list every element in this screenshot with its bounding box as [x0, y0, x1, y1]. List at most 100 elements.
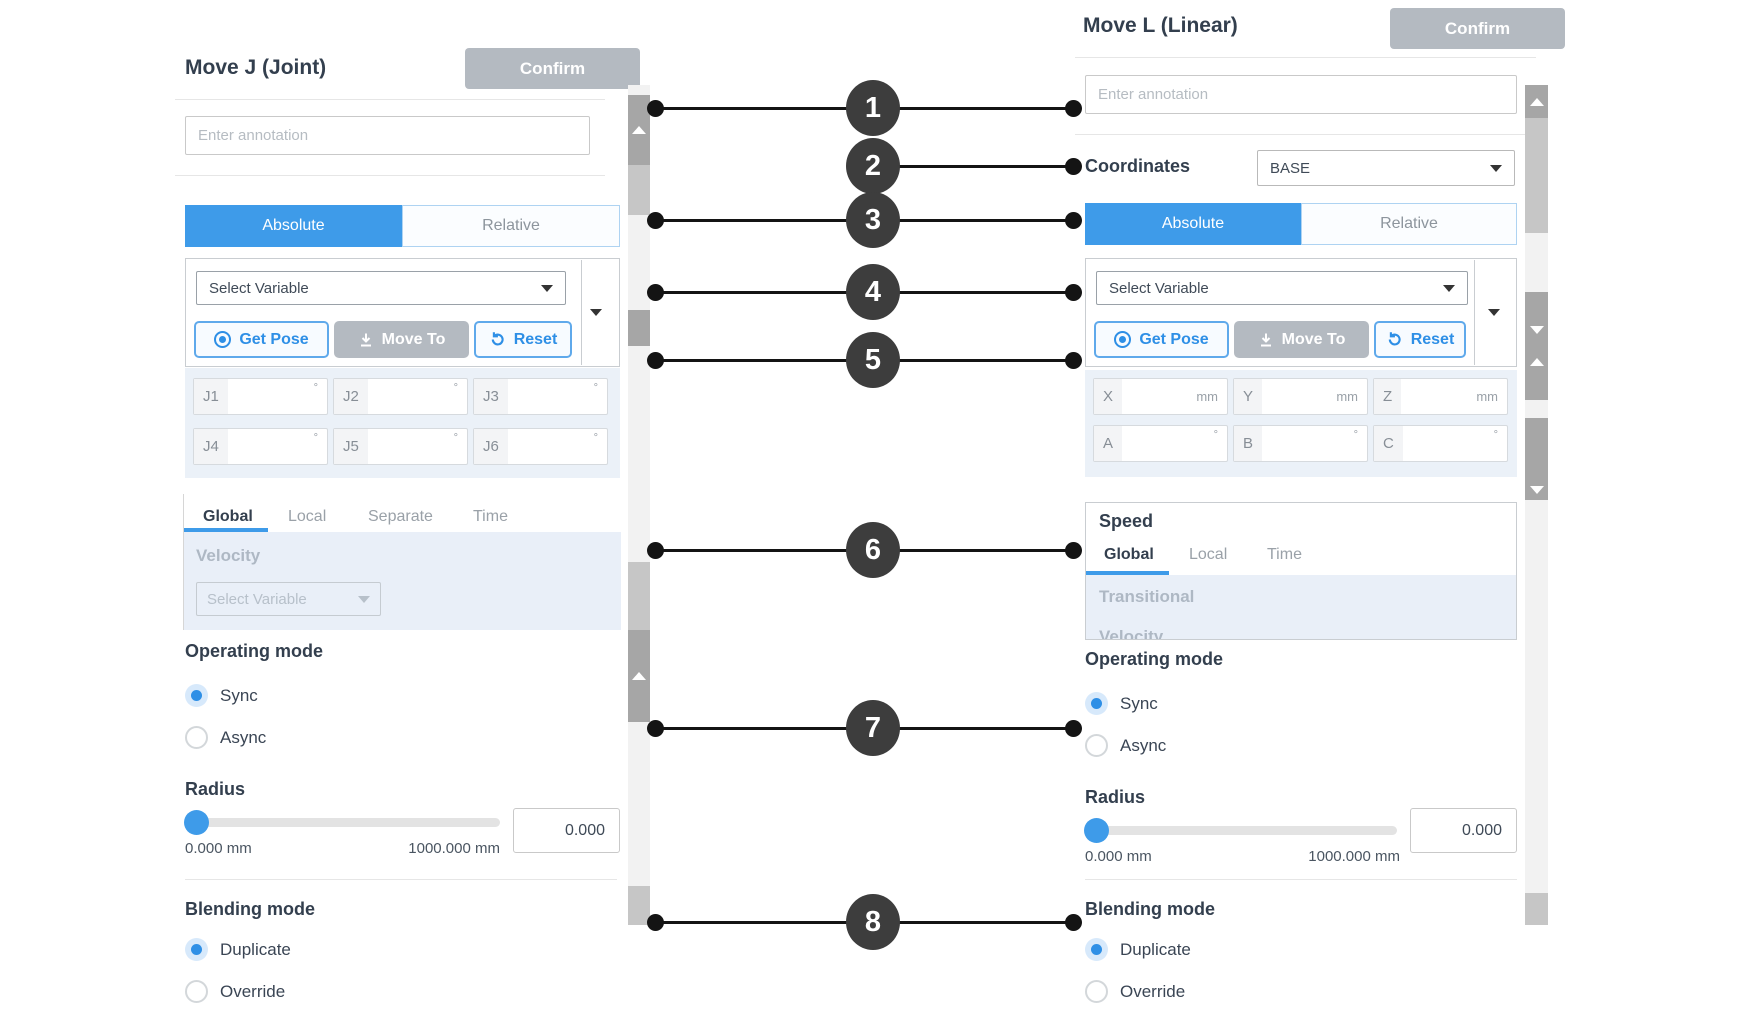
movej-radius-slider-knob[interactable]	[184, 810, 209, 835]
velocity-label: Velocity	[196, 546, 261, 565]
active-tab-underline	[184, 528, 268, 532]
expand-more-icon[interactable]	[1488, 309, 1500, 316]
pose-field-z[interactable]: Z mm	[1373, 378, 1508, 415]
movel-variable-select[interactable]: Select Variable	[1096, 271, 1468, 305]
scrollbar-thumb[interactable]	[628, 562, 650, 630]
movej-move-to-button[interactable]: Move To	[334, 321, 469, 358]
movel-async-label: Async	[1120, 736, 1167, 755]
movel-radius-slider-track[interactable]	[1085, 826, 1397, 835]
scrollbar-thumb[interactable]	[628, 310, 650, 346]
movel-move-to-button[interactable]: Move To	[1234, 321, 1369, 358]
movel-confirm-button[interactable]: Confirm	[1390, 8, 1565, 49]
scroll-down-button[interactable]	[1525, 418, 1548, 500]
callout-number-2: 2	[846, 138, 900, 194]
movej-get-pose-button[interactable]: Get Pose	[194, 321, 329, 358]
joint-field-j3[interactable]: J3 °	[473, 378, 608, 415]
movel-speed-box: Speed Global Local Time Transitional Vel…	[1085, 502, 1517, 640]
triangle-up-icon	[1529, 358, 1544, 366]
movel-override-radio[interactable]	[1085, 980, 1108, 1003]
movel-sync-label: Sync	[1120, 694, 1158, 713]
pose-field-c[interactable]: C °	[1373, 425, 1508, 462]
triangle-up-icon	[1529, 97, 1544, 106]
callout-number-4: 4	[846, 264, 900, 320]
movej-confirm-button[interactable]: Confirm	[465, 48, 640, 89]
movel-radius-slider-knob[interactable]	[1084, 818, 1109, 843]
joint-field-j2[interactable]: J2 °	[333, 378, 468, 415]
triangle-up-icon	[632, 126, 646, 134]
scroll-up-button[interactable]	[628, 95, 650, 165]
velocity-select-disabled[interactable]: Select Variable	[196, 582, 381, 616]
movej-joint-fields: J1 ° J2 ° J3 ° J4 ° J5 ° J6 °	[185, 368, 620, 478]
speed-panel: Transitional Velocity	[1086, 575, 1516, 639]
movel-duplicate-radio[interactable]	[1085, 938, 1108, 961]
movel-annotation-input[interactable]	[1085, 75, 1517, 114]
movej-operating-mode-label: Operating mode	[185, 641, 324, 661]
movel-coordinates-value: BASE	[1270, 159, 1311, 177]
scroll-up-button[interactable]	[1525, 85, 1548, 118]
scrollbar-thumb[interactable]	[1525, 118, 1548, 233]
movej-tab-relative[interactable]: Relative	[402, 205, 620, 247]
movej-sync-radio[interactable]	[185, 684, 208, 707]
movej-override-radio[interactable]	[185, 980, 208, 1003]
movej-annotation-input[interactable]	[185, 116, 590, 155]
movej-duplicate-radio[interactable]	[185, 938, 208, 961]
chevron-down-icon	[541, 284, 553, 292]
movej-variable-select[interactable]: Select Variable	[196, 271, 566, 305]
scrollbar-thumb[interactable]	[628, 165, 650, 215]
chevron-down-icon	[358, 595, 370, 603]
speed-tab-global[interactable]: Global	[1104, 546, 1154, 563]
scrollbar-thumb[interactable]	[628, 886, 650, 925]
divider	[175, 175, 605, 176]
movej-reset-button[interactable]: Reset	[474, 321, 572, 358]
joint-field-j4[interactable]: J4 °	[193, 428, 328, 465]
movej-tab-absolute[interactable]: Absolute	[185, 205, 402, 247]
divider	[581, 260, 582, 365]
callout-number-8: 8	[846, 894, 900, 950]
divider	[1474, 260, 1475, 365]
movel-reset-button[interactable]: Reset	[1374, 321, 1466, 358]
pose-field-x[interactable]: X mm	[1093, 378, 1228, 415]
movej-radius-value-input[interactable]	[513, 808, 620, 853]
triangle-up-icon	[632, 672, 646, 680]
callout-number-3: 3	[846, 192, 900, 248]
scrollbar-thumb[interactable]	[1525, 893, 1548, 925]
pose-field-a[interactable]: A °	[1093, 425, 1228, 462]
left-scrollbar[interactable]	[628, 85, 650, 925]
movej-radius-slider-track[interactable]	[185, 818, 500, 827]
pose-field-y[interactable]: Y mm	[1233, 378, 1368, 415]
movel-radius-value-input[interactable]	[1410, 808, 1517, 853]
speed-tab-local[interactable]: Local	[1189, 546, 1228, 563]
movel-coordinates-label: Coordinates	[1085, 156, 1191, 176]
divider	[185, 879, 617, 880]
movej-radius-label: Radius	[185, 779, 246, 799]
scroll-buttons[interactable]	[1525, 292, 1548, 400]
speed-tab-time[interactable]: Time	[1267, 546, 1302, 563]
speed-tab-time[interactable]: Time	[473, 508, 508, 525]
movel-tab-relative[interactable]: Relative	[1301, 203, 1517, 245]
scroll-up-button[interactable]	[628, 630, 650, 722]
reset-icon	[1388, 332, 1401, 346]
speed-tab-separate[interactable]: Separate	[368, 508, 433, 525]
joint-field-j5[interactable]: J5 °	[333, 428, 468, 465]
movej-override-label: Override	[220, 982, 286, 1001]
movel-sync-radio[interactable]	[1085, 692, 1108, 715]
movel-tab-absolute[interactable]: Absolute	[1085, 203, 1301, 245]
chevron-down-icon	[1490, 164, 1502, 172]
movel-async-radio[interactable]	[1085, 734, 1108, 757]
joint-field-j6[interactable]: J6 °	[473, 428, 608, 465]
movej-async-radio[interactable]	[185, 726, 208, 749]
expand-more-icon[interactable]	[590, 309, 602, 316]
active-tab-underline	[1086, 571, 1169, 575]
speed-tab-global[interactable]: Global	[203, 508, 253, 525]
right-scrollbar[interactable]	[1525, 85, 1548, 925]
callout-number-7: 7	[846, 700, 900, 756]
movel-get-pose-button[interactable]: Get Pose	[1094, 321, 1229, 358]
speed-tab-local[interactable]: Local	[288, 508, 327, 525]
movel-panel-title: Move L (Linear)	[1083, 14, 1238, 37]
joint-field-j1[interactable]: J1 °	[193, 378, 328, 415]
movel-variable-box: Select Variable Get Pose Move To Reset	[1085, 258, 1517, 367]
movel-coordinates-select[interactable]: BASE	[1257, 150, 1515, 186]
pose-field-b[interactable]: B °	[1233, 425, 1368, 462]
velocity-label-clipped: Velocity	[1099, 627, 1164, 640]
